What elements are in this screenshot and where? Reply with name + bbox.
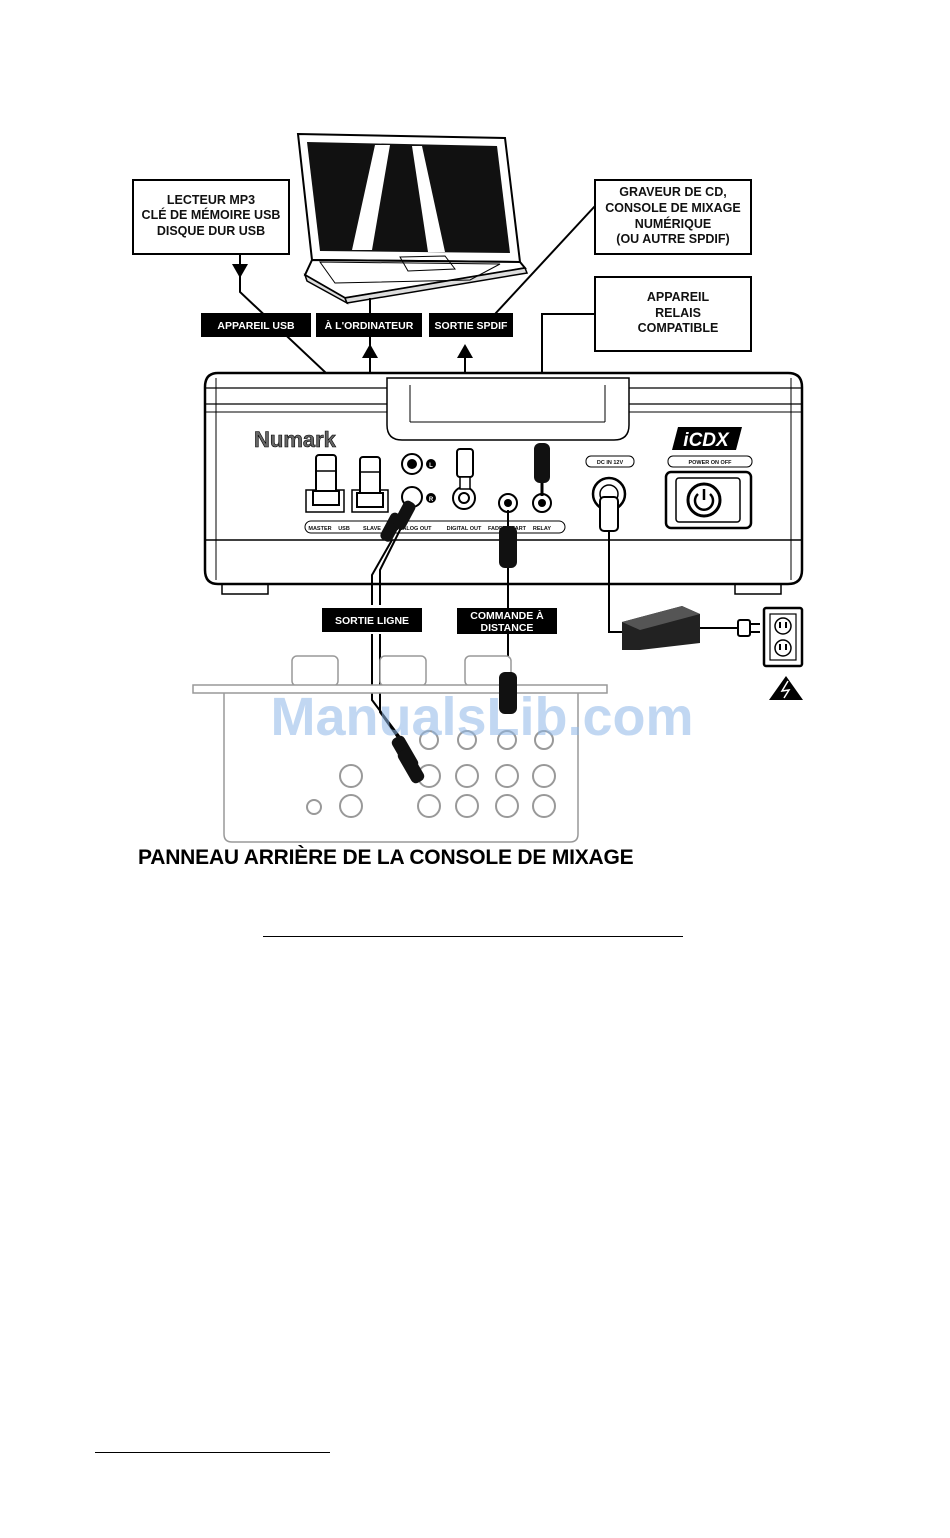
svg-text:DISTANCE: DISTANCE bbox=[481, 622, 534, 634]
relay-box-line-2: RELAIS bbox=[655, 306, 701, 320]
port-label-analog-out: ANALOG OUT bbox=[395, 526, 433, 532]
spdif-box-line-3: NUMÉRIQUE bbox=[635, 216, 711, 231]
mp3-device-box: LECTEUR MP3 CLÉ DE MÉMOIRE USB DISQUE DU… bbox=[132, 179, 290, 255]
warning-icon bbox=[769, 676, 803, 700]
port-label-digital-out: DIGITAL OUT bbox=[447, 526, 482, 532]
arrow-up-icon bbox=[362, 344, 378, 358]
relay-device-box: APPAREIL RELAIS COMPATIBLE bbox=[594, 276, 752, 352]
svg-text:COMMANDE À: COMMANDE À bbox=[470, 609, 544, 622]
tag-remote-control: COMMANDE À DISTANCE bbox=[457, 608, 557, 634]
mp3-box-line-2: CLÉ DE MÉMOIRE USB bbox=[142, 207, 281, 222]
power-icon bbox=[686, 482, 722, 518]
diagram-caption: PANNEAU ARRIÈRE DE LA CONSOLE DE MIXAGE bbox=[138, 846, 634, 869]
mp3-box-line-3: DISQUE DUR USB bbox=[157, 224, 265, 238]
svg-text:SORTIE LIGNE: SORTIE LIGNE bbox=[335, 615, 409, 627]
laptop-icon bbox=[296, 132, 529, 305]
port-label-usb: USB bbox=[338, 526, 350, 532]
power-label: POWER ON OFF bbox=[688, 460, 732, 466]
rca-plugs bbox=[380, 500, 416, 542]
jack-label-r: R bbox=[429, 497, 434, 503]
optical-plug bbox=[456, 448, 474, 490]
dc-plug bbox=[599, 496, 619, 545]
spdif-box-line-1: GRAVEUR DE CD, bbox=[619, 185, 726, 199]
port-label-slave: SLAVE bbox=[363, 526, 381, 532]
tag-spdif-out: SORTIE SPDIF bbox=[429, 313, 513, 337]
icdx-rear-panel: Numark iCDX MASTER USB SLAVE ANALOG OUT … bbox=[203, 371, 804, 595]
relay-box-line-1: APPAREIL bbox=[647, 290, 710, 304]
brand-logo: Numark bbox=[254, 427, 337, 452]
tag-usb-device: APPAREIL USB bbox=[201, 313, 311, 337]
relay-box-line-3: COMPATIBLE bbox=[638, 321, 719, 335]
tag-to-computer: À L'ORDINATEUR bbox=[316, 313, 422, 337]
spdif-box-line-4: (OU AUTRE SPDIF) bbox=[616, 232, 729, 246]
spdif-box-line-2: CONSOLE DE MIXAGE bbox=[605, 201, 740, 215]
usb-plug bbox=[312, 454, 340, 506]
arrow-down-icon bbox=[232, 264, 248, 278]
svg-text:APPAREIL USB: APPAREIL USB bbox=[217, 320, 295, 332]
wall-outlet-icon bbox=[762, 606, 804, 668]
rca-plugs bbox=[391, 735, 425, 784]
relay-plug bbox=[534, 443, 550, 496]
watermark: ManualsLib.com bbox=[270, 687, 693, 747]
power-adapter bbox=[622, 606, 700, 650]
spdif-device-box: GRAVEUR DE CD, CONSOLE DE MIXAGE NUMÉRIQ… bbox=[594, 179, 752, 255]
svg-text:iCDX: iCDX bbox=[683, 430, 730, 451]
arrow-up-icon bbox=[457, 344, 473, 358]
mixer-rear-panel bbox=[192, 655, 608, 843]
port-label-master: MASTER bbox=[308, 526, 331, 532]
remote-plug bbox=[499, 526, 517, 568]
footnote-rule bbox=[95, 1452, 330, 1453]
dc-in-label: DC IN 12V bbox=[597, 460, 624, 466]
model-logo: iCDX bbox=[672, 427, 742, 451]
wall-plug-icon bbox=[737, 619, 760, 637]
svg-text:SORTIE SPDIF: SORTIE SPDIF bbox=[435, 320, 509, 332]
svg-text:À L'ORDINATEUR: À L'ORDINATEUR bbox=[325, 319, 414, 332]
jack-label-l: L bbox=[429, 463, 433, 469]
tag-line-out: SORTIE LIGNE bbox=[322, 608, 422, 632]
divider-line bbox=[263, 936, 683, 937]
mp3-box-line-1: LECTEUR MP3 bbox=[167, 193, 255, 207]
port-label-relay: RELAY bbox=[533, 526, 551, 532]
usb-plug bbox=[356, 456, 384, 508]
remote-plug bbox=[499, 672, 517, 714]
